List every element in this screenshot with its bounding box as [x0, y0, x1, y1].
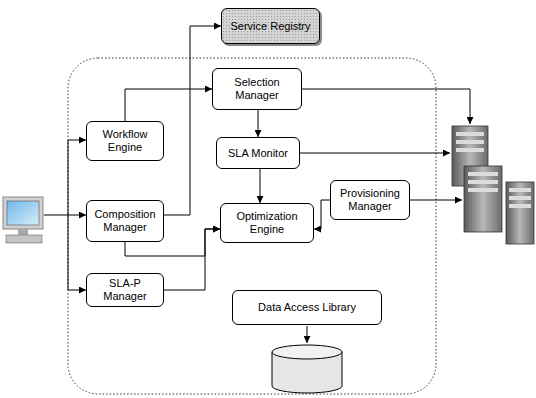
box-label: Selection Manager [217, 76, 297, 101]
box-label: Service Registry [230, 20, 310, 33]
component-box: Provisioning Manager [330, 180, 410, 220]
component-box: Workflow Engine [86, 121, 164, 161]
box-label: Composition Manager [91, 208, 159, 233]
box-label: Data Access Library [258, 301, 356, 314]
arrow-connector [164, 229, 220, 290]
server-cluster [452, 126, 534, 244]
client-computer [3, 197, 43, 243]
box-label: Provisioning Manager [335, 187, 405, 212]
client-connector [44, 140, 86, 290]
database [272, 326, 342, 393]
arrow-connector [164, 26, 221, 215]
box-label: Optimization Engine [225, 210, 309, 235]
component-box: Composition Manager [86, 200, 164, 242]
arrow-connector [258, 110, 259, 137]
component-box: Data Access Library [232, 290, 382, 325]
box-label: SLA Monitor [228, 147, 288, 160]
arrow-connector [125, 89, 212, 121]
component-box: SLA Monitor [216, 137, 300, 169]
registry-box: Service Registry [221, 8, 320, 44]
arrow-connector [260, 169, 261, 203]
arrow-connector [314, 200, 330, 229]
box-label: SLA-P Manager [91, 277, 159, 302]
component-box: Selection Manager [212, 68, 302, 110]
component-box: SLA-P Manager [86, 273, 164, 307]
system-boundary [68, 58, 436, 394]
component-box: Optimization Engine [220, 203, 314, 243]
box-label: Workflow Engine [91, 128, 159, 153]
